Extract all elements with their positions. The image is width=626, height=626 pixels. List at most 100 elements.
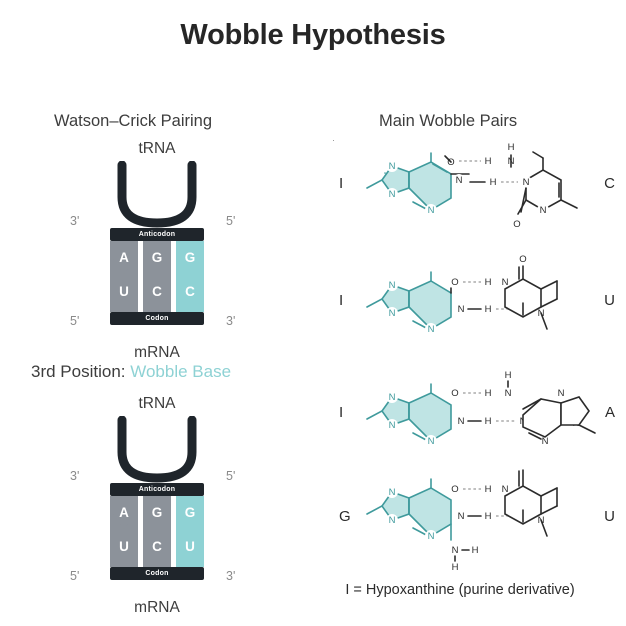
atom-label-n: N <box>458 511 465 522</box>
atom-label-n: N <box>523 177 530 188</box>
atom-label-n: N <box>389 487 396 498</box>
atom-label-n: N <box>558 388 565 399</box>
atom-label-n: N <box>428 531 435 542</box>
atom-label-n: N <box>389 392 396 403</box>
atom-label-h: H <box>452 562 459 573</box>
atom-label-o: O <box>451 388 458 399</box>
atom-label-n: N <box>389 161 396 172</box>
pair-left-letter: I <box>339 175 344 192</box>
pair-right-letter: U <box>604 292 615 309</box>
pair-left-letter: I <box>339 292 344 309</box>
atom-label-h: H <box>485 511 492 522</box>
inosine-uracil-pair: I U N N N O N <box>333 253 623 363</box>
prime-top-left: 3' <box>70 214 80 228</box>
atom-label-n: N <box>389 420 396 431</box>
prime-top-left: 3' <box>70 469 80 483</box>
inosine-cytosine-pair: I C N N N <box>333 140 623 250</box>
prime-top-right: 5' <box>226 469 236 483</box>
anticodon-bar: Anticodon <box>110 483 204 496</box>
prime-top-right: 5' <box>226 214 236 228</box>
atom-label-n: N <box>389 308 396 319</box>
prime-bottom-right: 3' <box>226 569 236 583</box>
anticodon-bar: Anticodon <box>110 228 204 241</box>
atom-label-n: N <box>502 484 509 495</box>
atom-label-n: N <box>452 545 459 556</box>
atom-label-h: H <box>508 142 515 153</box>
codon-bar-label: Codon <box>145 570 169 577</box>
codon-base: C <box>143 510 171 567</box>
atom-label-n: N <box>458 416 465 427</box>
atom-label-n: N <box>389 189 396 200</box>
pair-left-letter: G <box>339 508 351 525</box>
atom-label-n: N <box>458 304 465 315</box>
pair-right-letter: C <box>604 175 615 192</box>
codon-base: U <box>110 510 138 567</box>
section-heading-main-wobble: Main Wobble Pairs <box>379 112 518 130</box>
atom-label-h: H <box>485 156 492 167</box>
atom-label-o: O <box>519 254 526 265</box>
anticodon-base-letter: A <box>119 505 129 520</box>
atom-label-o: O <box>451 484 458 495</box>
atom-label-h: H <box>485 388 492 399</box>
anticodon-base-letter: G <box>184 505 196 520</box>
footnote-hypoxanthine: I = Hypoxanthine (purine derivative) <box>345 582 575 598</box>
atom-label-h: H <box>490 177 497 188</box>
anticodon-base-letter: G <box>151 250 163 265</box>
prime-bottom-right: 3' <box>226 314 236 328</box>
atom-label-o: O <box>513 219 520 230</box>
atom-label-n: N <box>542 436 549 447</box>
codon-base-letter: C <box>152 539 162 554</box>
trna-stem-arms <box>92 161 222 235</box>
inosine-adenine-pair: I A N N N O N <box>333 363 623 473</box>
atom-label-h: H <box>485 304 492 315</box>
guanine-uracil-pair: G U N N N O <box>333 462 623 573</box>
atom-label-h: H <box>485 277 492 288</box>
atom-label-h: H <box>485 416 492 427</box>
trna-mrna-panel-watson-crick: tRNA 3' 5' 5' 3' Anticodon A G G <box>42 140 272 361</box>
atom-label-n: N <box>502 277 509 288</box>
trna-label: tRNA <box>138 140 176 157</box>
anticodon-base-letter: A <box>119 250 129 265</box>
codon-bases: U C U <box>110 510 204 567</box>
page-title: Wobble Hypothesis <box>180 19 446 51</box>
mrna-label: mRNA <box>134 599 180 616</box>
atom-label-n: N <box>505 388 512 399</box>
atom-label-h: H <box>505 370 512 381</box>
codon-bar: Codon <box>110 312 204 325</box>
codon-bar-label: Codon <box>145 315 169 322</box>
atom-label-n: N <box>428 324 435 335</box>
atom-label-o: O <box>451 277 458 288</box>
codon-bar: Codon <box>110 567 204 580</box>
atom-label-h: H <box>485 484 492 495</box>
codon-base-letter: C <box>152 284 162 299</box>
wobble-base-accent: Wobble Base <box>130 362 232 381</box>
section-heading-third-position: 3rd Position: Wobble Base <box>31 362 231 382</box>
trna-mrna-panel-wobble: tRNA 3' 5' 5' 3' Anticodon A G G <box>42 395 272 616</box>
atom-label-n: N <box>389 515 396 526</box>
codon-base-letter: C <box>185 284 195 299</box>
atom-label-n: N <box>428 436 435 447</box>
trna-stem-arms <box>92 416 222 490</box>
atom-label-n: N <box>428 205 435 216</box>
pair-left-letter: I <box>339 404 344 421</box>
codon-base-letter: U <box>119 539 129 554</box>
atom-label-n: N <box>456 175 463 186</box>
anticodon-base-letter: G <box>151 505 163 520</box>
atom-label-n: N <box>540 205 547 216</box>
prime-bottom-left: 5' <box>70 314 80 328</box>
mrna-label: mRNA <box>134 344 180 361</box>
pair-right-letter: A <box>604 404 615 421</box>
codon-base-wobble: C <box>176 255 204 312</box>
section-heading-watson-crick: Watson–Crick Pairing <box>54 112 213 130</box>
codon-base-letter: U <box>185 539 195 554</box>
trna-label: tRNA <box>138 395 176 412</box>
anticodon-bar-label: Anticodon <box>138 486 176 493</box>
atom-label-h: H <box>472 545 479 556</box>
codon-base: C <box>143 255 171 312</box>
codon-base: U <box>110 255 138 312</box>
codon-bases: U C C <box>110 255 204 312</box>
anticodon-base-letter: G <box>184 250 196 265</box>
codon-base-wobble: U <box>176 510 204 567</box>
atom-label-n: N <box>389 280 396 291</box>
